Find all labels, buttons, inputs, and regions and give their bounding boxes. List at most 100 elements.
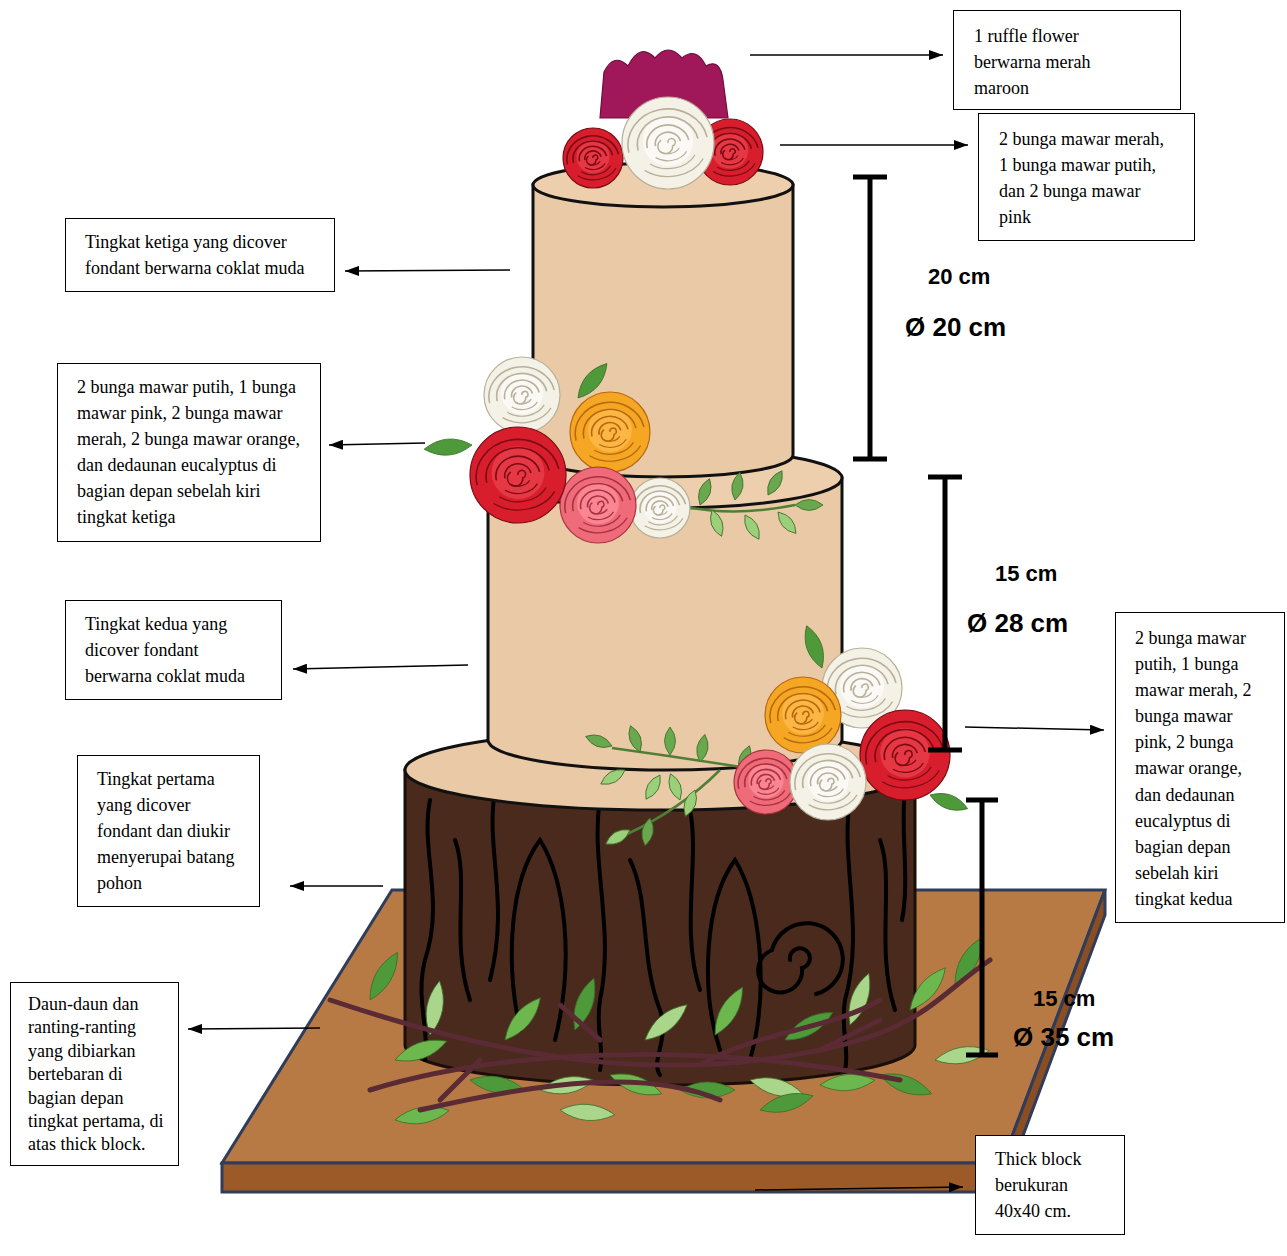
rose-petal-line <box>846 698 885 710</box>
leaf <box>842 971 876 1028</box>
leaf <box>707 508 727 538</box>
leaf <box>800 623 829 670</box>
rose-center <box>795 711 809 724</box>
rose <box>563 128 623 188</box>
leaf <box>363 948 404 1004</box>
bark-line <box>880 840 895 1010</box>
rose-petal-line <box>788 725 825 736</box>
leader-arrow <box>290 885 383 887</box>
rose-center <box>507 470 525 486</box>
callout-box: 2 bunga mawar putih, 1 bunga mawar pink,… <box>57 363 321 542</box>
eucalyptus-stem <box>625 770 720 835</box>
rose-petal-line <box>573 483 623 511</box>
bark-line <box>630 860 663 1075</box>
rose-petal-line <box>810 767 845 786</box>
bark-line <box>455 840 470 1000</box>
rose-petal-line <box>507 405 544 416</box>
leaf <box>598 765 628 789</box>
rose-petals <box>622 97 714 189</box>
leader-arrow <box>345 270 510 271</box>
rose-petals <box>860 710 950 800</box>
leaf <box>708 983 749 1039</box>
dimension-bar <box>868 177 873 459</box>
callout-box: Tingkat ketiga yang dicover fondant berw… <box>65 218 335 292</box>
callout-box: Tingkat pertama yang dicover fondant dan… <box>77 755 260 907</box>
rose-petal-line <box>655 132 680 146</box>
rose-petals <box>484 357 560 433</box>
rose-petal-line <box>580 490 615 509</box>
leaf <box>584 731 614 751</box>
leader-arrow <box>329 443 425 445</box>
leaf <box>740 512 764 542</box>
rose-petal-line <box>875 729 934 762</box>
rose-petal-line <box>827 658 896 696</box>
rose-petals <box>560 467 636 543</box>
flower-decoration <box>330 50 991 1128</box>
rose-petal-line <box>489 367 554 403</box>
tier-two-flowers <box>584 623 970 849</box>
callout-text: 2 bunga mawar putih, 1 bunga mawar pink,… <box>77 374 301 531</box>
dimension-cap <box>928 475 962 480</box>
tier-three-body <box>533 185 793 477</box>
callout-box: 1 ruffle flower berwarna merah maroon <box>953 10 1181 110</box>
rose-petal-line <box>708 133 751 157</box>
leaf <box>559 1102 615 1123</box>
rose-petal-line <box>565 477 630 513</box>
rose <box>560 467 636 543</box>
leaf <box>680 788 700 818</box>
rose-center <box>586 155 597 165</box>
rose-petal-line <box>640 491 679 513</box>
rose-center <box>658 139 675 154</box>
callout-box: Daun-daun dan ranting-ranting yang dibia… <box>10 982 179 1166</box>
rose-petal-line <box>835 665 888 694</box>
callout-text: 2 bunga mawar merah, 1 bunga mawar putih… <box>999 126 1168 230</box>
rose <box>790 744 866 820</box>
rose-petal-line <box>866 722 943 765</box>
callout-box: 2 bunga mawar merah, 1 bunga mawar putih… <box>978 113 1195 241</box>
callout-box: Tingkat kedua yang dicover fondant berwa… <box>65 600 282 700</box>
rose-petal-line <box>884 737 925 760</box>
rose <box>765 677 841 753</box>
leaf <box>774 508 800 537</box>
rose-petal-line <box>575 402 644 440</box>
bark-line <box>844 800 853 1070</box>
callout-box: Thick block berukuran 40x40 cm. <box>975 1135 1125 1235</box>
dimension-label: Ø 20 cm <box>905 312 1006 343</box>
rose-center <box>895 751 912 766</box>
leaf <box>499 993 547 1045</box>
rose-petal-line <box>505 464 531 479</box>
rose-petals <box>734 750 798 814</box>
leader-arrow <box>293 665 468 669</box>
dimension-cap <box>966 798 998 803</box>
bark-line <box>690 810 700 990</box>
dimension-cap <box>966 1053 998 1058</box>
leaf <box>795 500 823 511</box>
leaf <box>641 772 665 802</box>
rose <box>622 97 714 189</box>
rose-petal-line <box>717 161 749 171</box>
twig <box>440 1060 480 1100</box>
dimension-cap <box>853 175 887 180</box>
leader-arrow <box>750 54 943 56</box>
rose-petal-line <box>579 146 606 161</box>
callout-text: Tingkat pertama yang dicover fondant dan… <box>97 766 239 896</box>
rose-petal-line <box>583 515 620 526</box>
leader-arrow <box>188 1028 320 1029</box>
rose-petal-line <box>634 486 686 515</box>
rose-center <box>590 501 604 514</box>
rose-petal-line <box>573 141 612 163</box>
rose-petal-line <box>738 758 793 788</box>
rose-center <box>601 428 616 441</box>
leaf <box>665 772 685 802</box>
callout-text: 1 ruffle flower berwarna merah maroon <box>974 23 1124 101</box>
callout-text: Tingkat kedua yang dicover fondant berwa… <box>85 611 261 689</box>
leaf <box>695 477 715 507</box>
board-front <box>222 1163 1002 1192</box>
leaf <box>877 1067 934 1101</box>
twig <box>700 1000 880 1065</box>
rose-center <box>759 779 771 790</box>
rose-petals <box>570 392 650 472</box>
rose-center <box>653 505 664 515</box>
callout-text: Daun-daun dan ranting-ranting yang dibia… <box>28 993 164 1157</box>
rose-petal-line <box>583 409 636 438</box>
